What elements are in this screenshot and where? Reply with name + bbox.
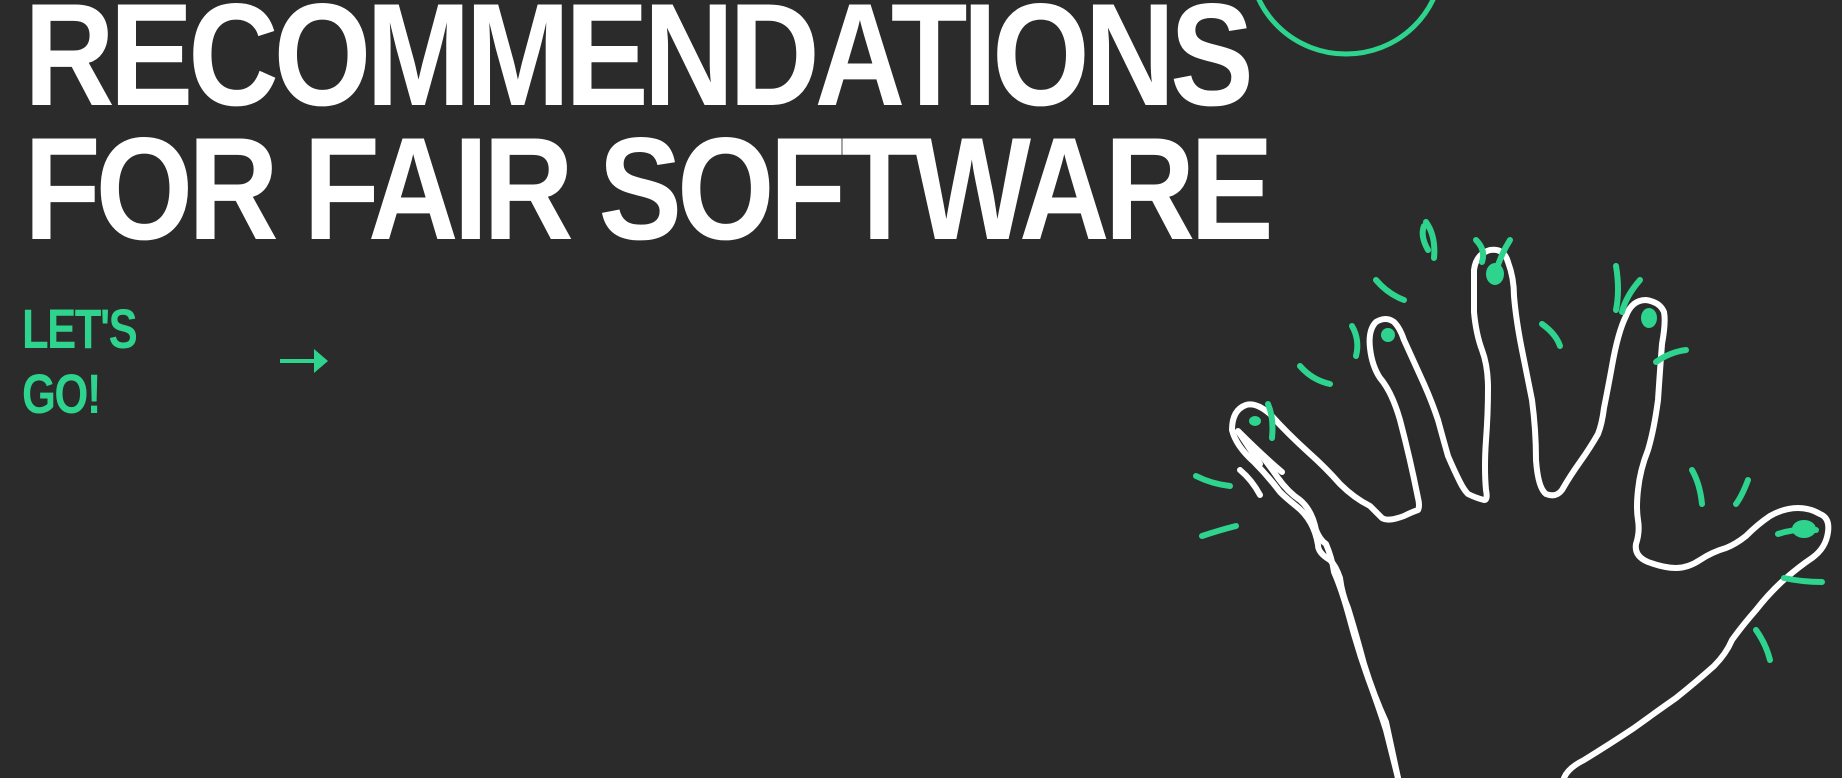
circle-outline-decoration: [1256, 0, 1436, 57]
page-title: RECOMMENDATIONS FOR FAIR SOFTWARE: [24, 0, 1274, 270]
lets-go-link[interactable]: LET'S GO!: [22, 296, 328, 426]
headline-line-1: RECOMMENDATIONS: [24, 0, 1254, 136]
lets-go-label: LET'S GO!: [22, 297, 138, 425]
arrow-right-icon: [280, 349, 328, 373]
waving-hand-illustration: [1193, 219, 1832, 778]
headline-line-2: FOR FAIR SOFTWARE: [24, 107, 1274, 270]
